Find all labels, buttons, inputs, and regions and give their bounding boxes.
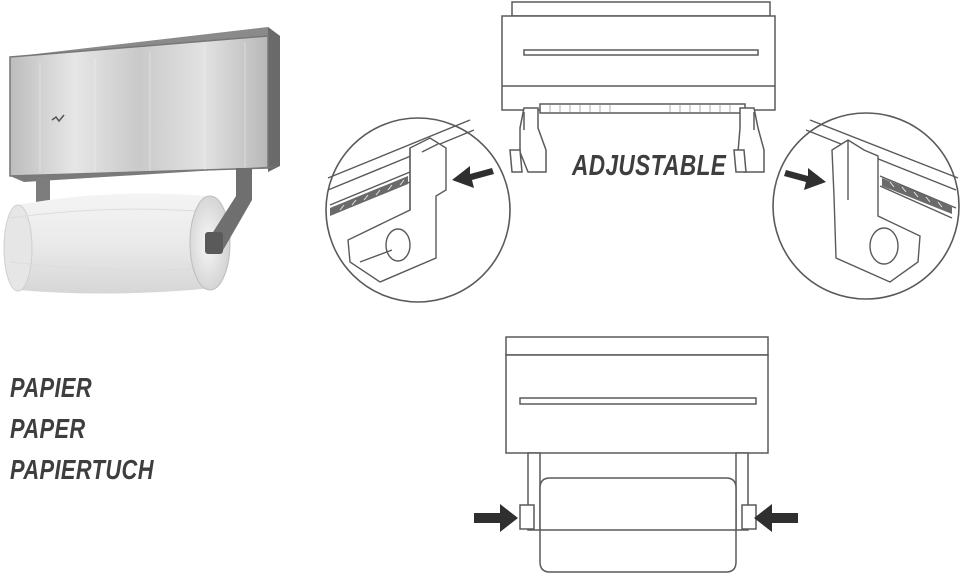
- holder-drawing-bottom: [505, 336, 769, 573]
- paper-label-de: PAPIER: [10, 372, 93, 403]
- arrow-left-icon: [754, 504, 798, 532]
- adjustable-label: ADJUSTABLE: [572, 150, 727, 182]
- detail-circle-right: [772, 112, 960, 300]
- product-photo: [3, 27, 280, 294]
- holder-drawing-top: [501, 1, 776, 173]
- detail-circle-left: [325, 117, 511, 303]
- arrow-right-icon: [474, 504, 518, 532]
- paper-label-en: PAPER: [10, 413, 86, 444]
- paper-label-de-towel: PAPIERTUCH: [10, 454, 154, 485]
